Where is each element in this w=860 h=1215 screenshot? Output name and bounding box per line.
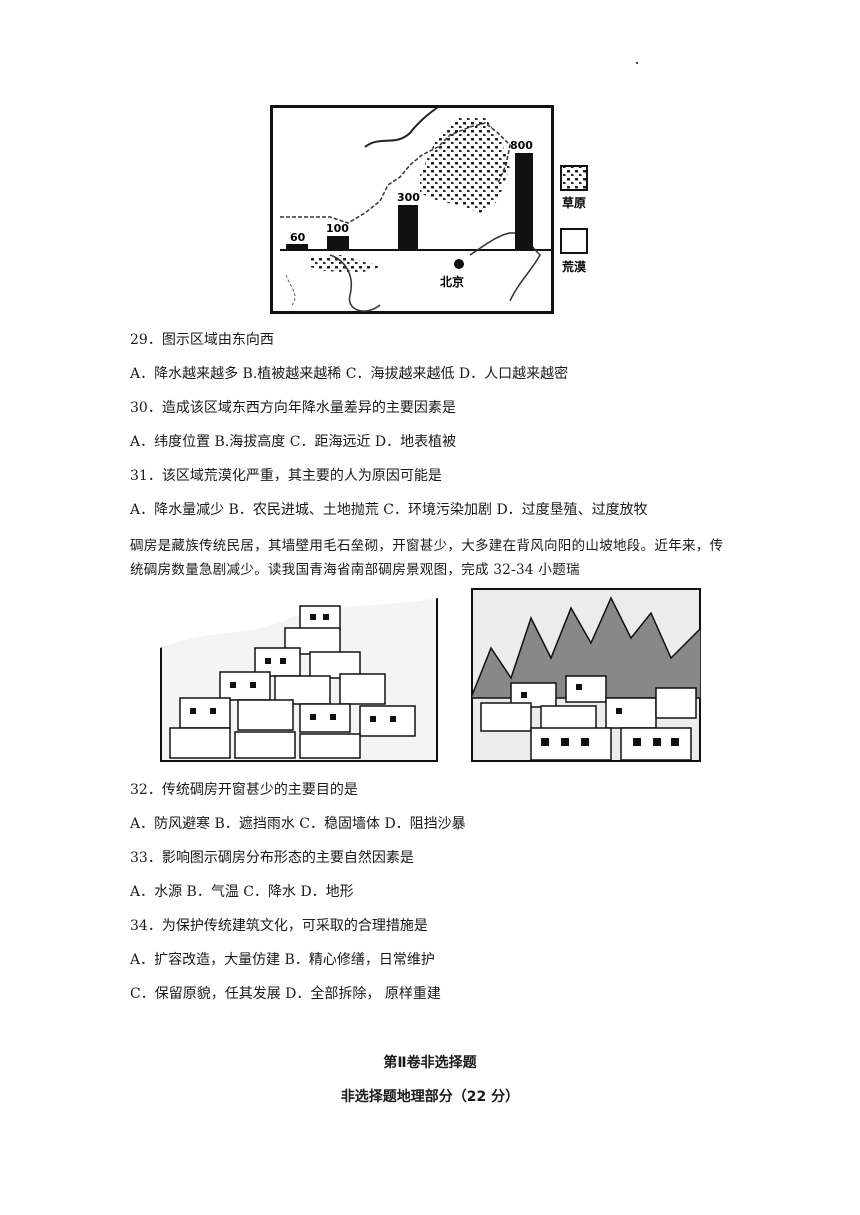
grassland-region: [420, 117, 510, 213]
question-31: 31．该区域荒漠化严重，其主要的人为原因可能是: [130, 468, 442, 484]
value-label-100: 100: [326, 222, 349, 235]
precipitation-map-figure: 60 100 300 800 北京 草原 荒漠: [270, 105, 588, 314]
value-label-800: 800: [510, 139, 533, 152]
section-title: 第Ⅱ卷非选择题: [383, 1055, 477, 1071]
beijing-marker: [454, 259, 464, 269]
value-label-300: 300: [397, 191, 420, 204]
coastline: [364, 106, 439, 148]
bar-300: [398, 205, 418, 250]
legend-desert-symbol: [560, 228, 588, 254]
question-34: 34．为保护传统建筑文化，可采取的合理措施是: [130, 918, 428, 934]
scan-speck: [636, 62, 638, 64]
question-32: 32．传统碉房开窗甚少的主要目的是: [130, 782, 358, 798]
passage-intro: 碉房是藏族传统民居，其墙壁用毛石垒砌，开窗甚少，大多建在背风向阳的山坡地段。近年…: [130, 538, 724, 578]
diaofang-photo-right: [471, 588, 701, 762]
options-31: A．降水量减少 B．农民进城、土地抛荒 C．环境污染加剧 D．过度垦殖、过度放牧: [130, 502, 648, 518]
options-34-line2: C．保留原貌，任其发展 D．全部拆除， 原样重建: [130, 986, 441, 1002]
legend-grassland-label: 草原: [562, 195, 586, 210]
value-label-60: 60: [290, 231, 306, 244]
options-29: A．降水越来越多 B.植被越来越稀 C．海拔越来越低 D．人口越来越密: [130, 366, 569, 382]
bar-60: [286, 244, 308, 250]
legend-desert-label: 荒漠: [561, 259, 587, 274]
legend-grassland-symbol: [560, 165, 588, 191]
question-29: 29．图示区域由东向西: [130, 332, 274, 348]
city-label: 北京: [440, 274, 464, 289]
options-33: A．水源 B．气温 C．降水 D．地形: [130, 884, 354, 900]
options-30: A．纬度位置 B.海拔高度 C．距海远近 D．地表植被: [130, 434, 457, 450]
question-33: 33．影响图示碉房分布形态的主要自然因素是: [130, 850, 414, 866]
options-34-line1: A．扩容改造，大量仿建 B．精心修缮，日常维护: [130, 952, 435, 968]
question-30: 30．造成该区域东西方向年降水量差异的主要因素是: [130, 400, 456, 416]
section-subtitle: 非选择题地理部分（22 分）: [340, 1089, 520, 1105]
bar-800: [515, 153, 533, 250]
diaofang-photo-left: [160, 588, 438, 762]
bar-100: [327, 236, 349, 250]
options-32: A．防风避寒 B．遮挡雨水 C．稳固墙体 D．阻挡沙暴: [130, 816, 466, 832]
